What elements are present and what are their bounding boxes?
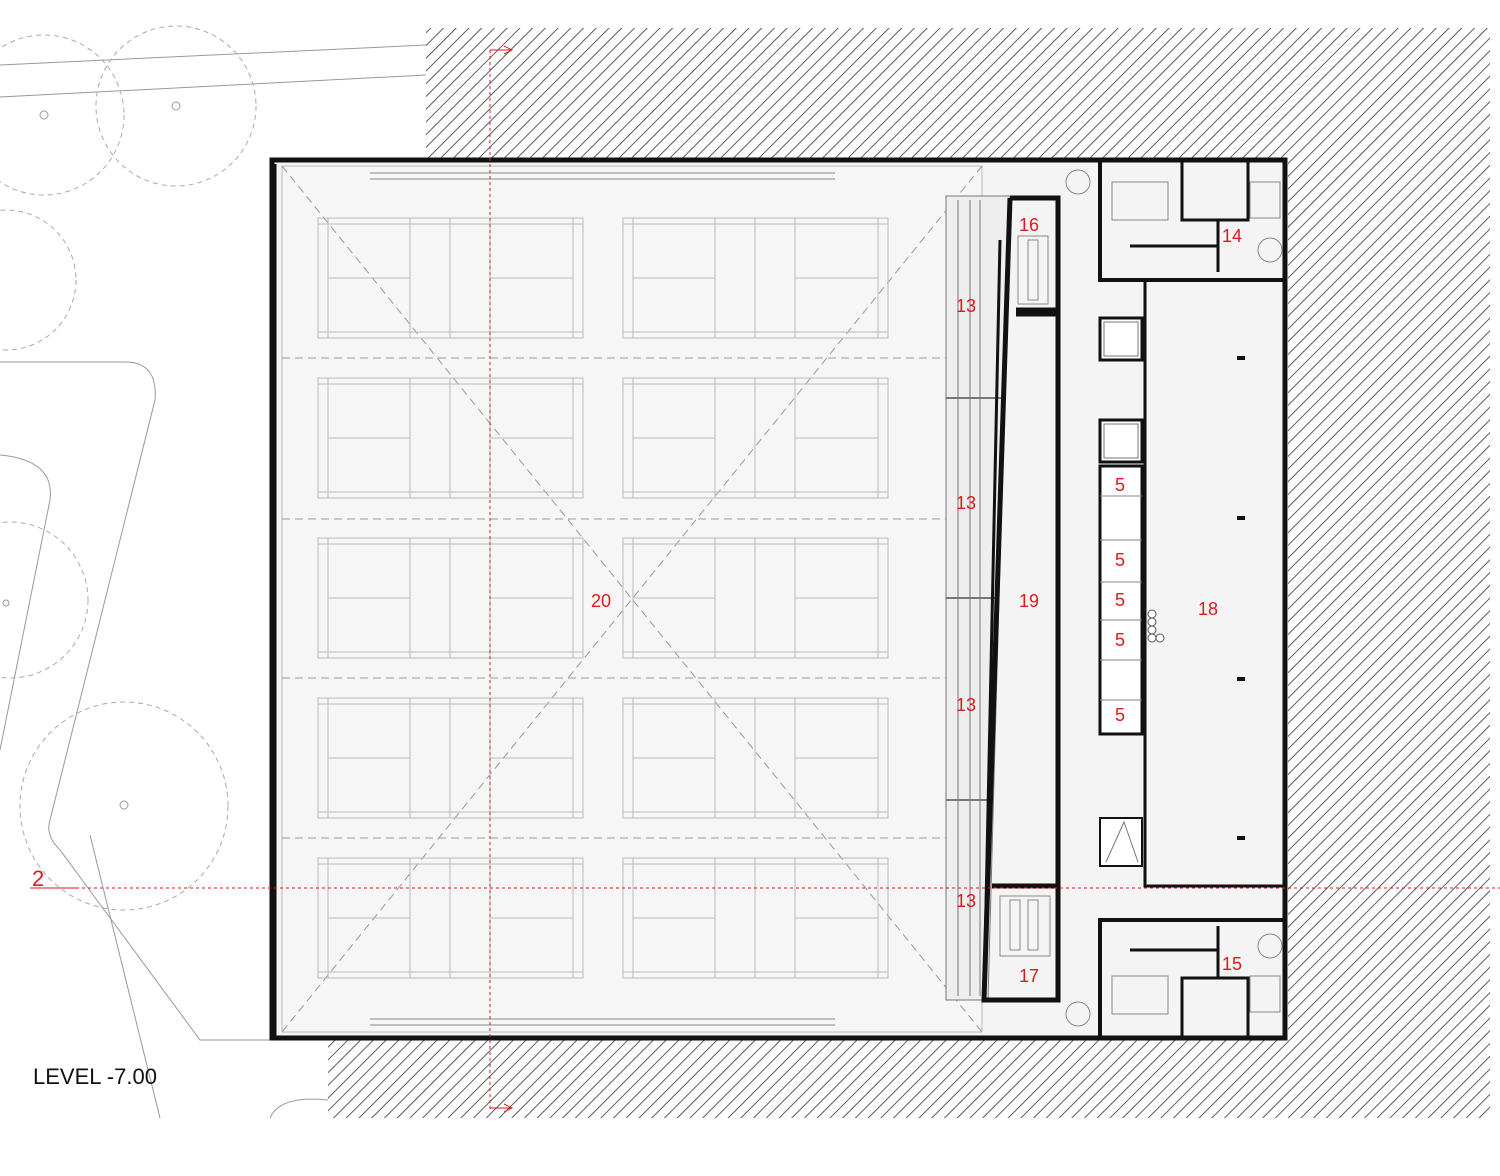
room-label-13: 13 (956, 296, 976, 316)
room-label-17: 17 (1019, 966, 1039, 986)
room-label-14: 14 (1222, 226, 1242, 246)
room-label-19: 19 (1019, 591, 1039, 611)
level-label: LEVEL -7.00 (33, 1064, 157, 1089)
room-label-16: 16 (1019, 215, 1039, 235)
section-lines (30, 45, 1500, 1113)
room-16-detail (1017, 235, 1049, 305)
room-label-13: 13 (956, 891, 976, 911)
tree-canopies (0, 25, 257, 911)
stands (945, 195, 1011, 1001)
room-label-5: 5 (1115, 475, 1125, 495)
room-label-5: 5 (1115, 550, 1125, 570)
room-label-20: 20 (591, 591, 611, 611)
court-markings (317, 217, 889, 979)
changing-rooms (1130, 160, 1250, 1038)
room-label-5: 5 (1115, 705, 1125, 725)
corridor-walls (981, 195, 1061, 1003)
changing-room-details (1065, 169, 1283, 1027)
room-label-18: 18 (1198, 599, 1218, 619)
room-label-13: 13 (956, 695, 976, 715)
room-label-5: 5 (1115, 590, 1125, 610)
room-label-13: 13 (956, 493, 976, 513)
earth-hatch (328, 28, 1490, 1118)
sports-hall (281, 165, 983, 1033)
room-label-15: 15 (1222, 954, 1242, 974)
service-core (1098, 160, 1285, 1038)
site-context (0, 44, 427, 1119)
room-17-detail (999, 895, 1051, 957)
section-marker: 2 (32, 866, 44, 891)
room-labels: 20 19 18 17 16 15 14 13 13 13 13 5 5 5 5… (591, 215, 1242, 986)
room-label-5: 5 (1115, 630, 1125, 650)
